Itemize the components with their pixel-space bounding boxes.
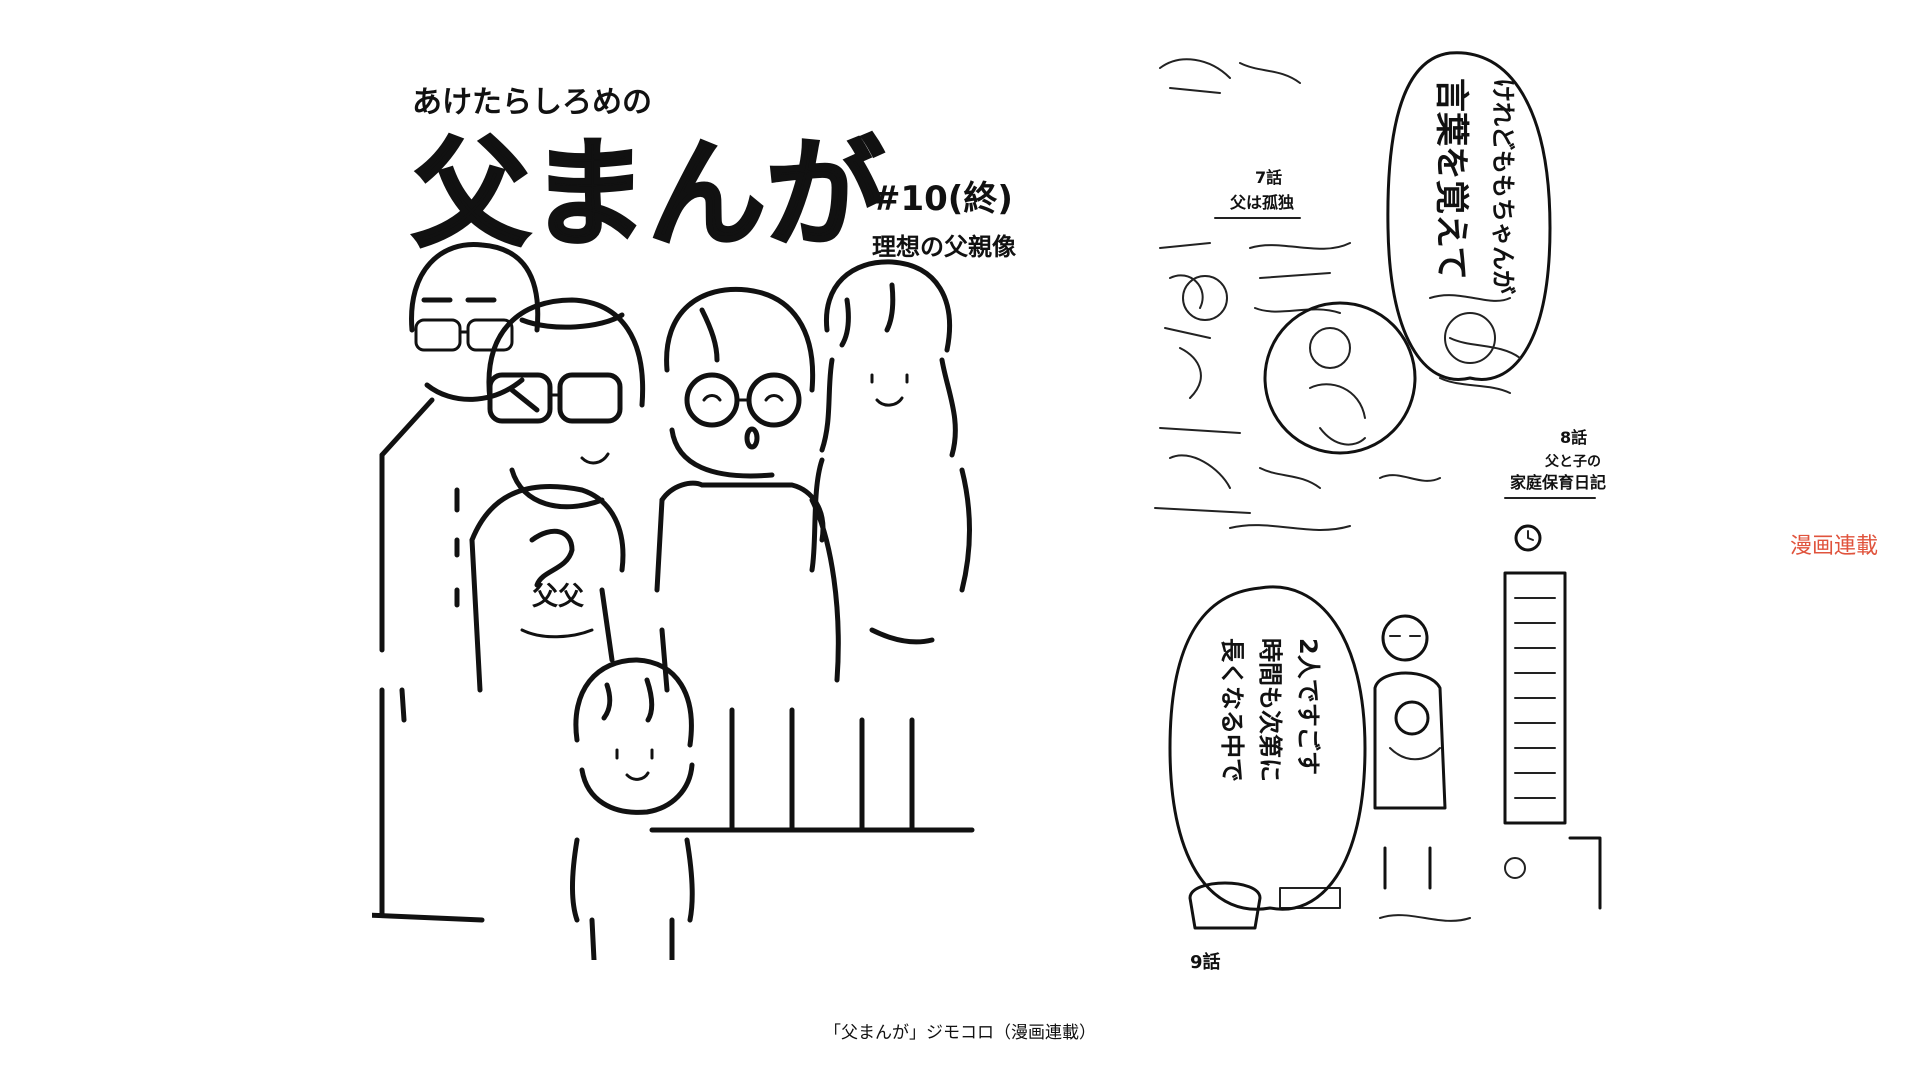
label-ep7: 7話 [1255, 168, 1282, 187]
label-ep8: 8話 [1560, 428, 1587, 447]
shirt-print: 父父 [532, 582, 585, 612]
bubble-top-line-1: けれどももちゃんが [1489, 78, 1517, 294]
image-caption: 「父まんが」ジモコロ（漫画連載） [824, 1023, 1096, 1043]
recap-drawing: けれどももちゃんが 言葉を覚えて 7話 父は孤独 8話 父と子の 家庭保育日記 [1154, 51, 1606, 973]
cover-illustration: あけたらしろめの 父まんが #10(終) 理想の父親像 [372, 70, 1032, 960]
category-link-manga[interactable]: 漫画連載 [1790, 534, 1879, 559]
calendar-rows [1514, 597, 1556, 799]
label-ep8-title-1: 父と子の [1544, 454, 1601, 470]
clock-icon [1514, 524, 1542, 552]
cover-drawing: あけたらしろめの 父まんが #10(終) 理想の父親像 [372, 85, 1017, 960]
calendar-chart [1503, 571, 1567, 825]
episode-title: 理想の父親像 [872, 233, 1017, 261]
episode-collage [1154, 242, 1521, 531]
speech-bubble-bottom [1168, 585, 1367, 911]
speech-bubble-top [1386, 51, 1552, 381]
woman-figure [809, 259, 975, 833]
episode-number: #10(終) [872, 179, 1013, 219]
label-ep9: 9話 [1190, 951, 1221, 973]
floor-toys [1188, 836, 1602, 930]
dad-figure: 父父 [469, 297, 646, 693]
author-line: あけたらしろめの [412, 85, 652, 120]
series-title: 父まんが [412, 125, 884, 263]
label-ep7-title: 父は孤独 [1229, 193, 1294, 212]
recap-page: けれどももちゃんが 言葉を覚えて 7話 父は孤独 8話 父と子の 家庭保育日記 [1150, 48, 1620, 980]
mom-figure [649, 286, 845, 833]
dad-holding-baby [1373, 614, 1447, 890]
child-figure [570, 657, 695, 960]
bubble-bottom-line-2: 時間も次第に [1256, 638, 1284, 782]
bubble-bottom-line-1: 2人ですごす [1294, 638, 1322, 775]
grandpa-figure [372, 241, 541, 923]
bubble-top-line-2: 言葉を覚えて [1431, 78, 1471, 280]
label-ep8-title-2: 家庭保育日記 [1510, 473, 1606, 492]
bubble-bottom-line-3: 長くなる中で [1218, 638, 1246, 782]
